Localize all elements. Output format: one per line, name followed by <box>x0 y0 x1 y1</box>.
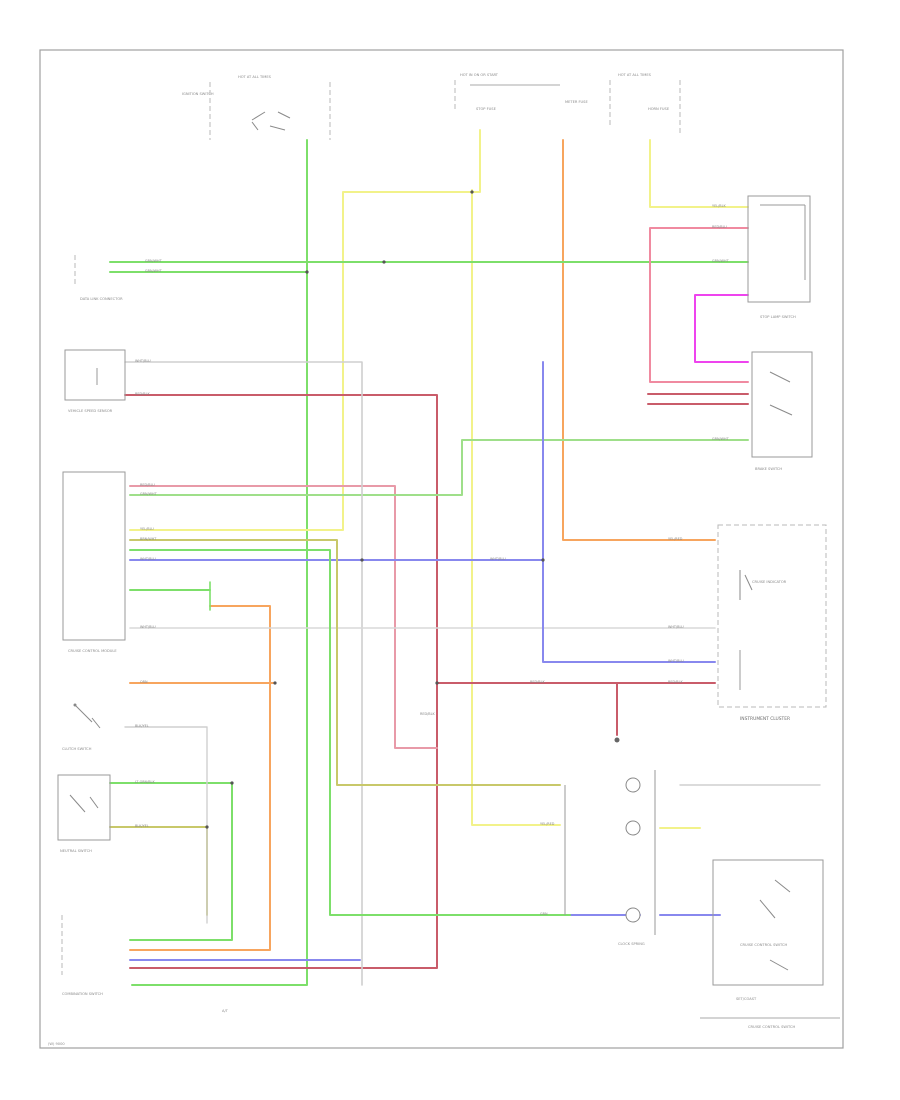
wire-orange-meter <box>562 139 716 541</box>
svg-text:RED/BLK: RED/BLK <box>668 680 683 684</box>
svg-text:WHT/BLU: WHT/BLU <box>668 625 684 629</box>
footer-right-caption: CRUISE CONTROL SWITCH <box>748 1025 795 1029</box>
neutral-switch-label: NEUTRAL SWITCH <box>60 849 92 853</box>
wire-pink-switch <box>649 227 749 383</box>
wire-yellow-top <box>129 129 481 531</box>
ignition-switch-area: HOT AT ALL TIMES IGNITION SWITCH <box>182 75 331 140</box>
wire-yellow-vert <box>471 189 561 826</box>
svg-text:RED/BLK: RED/BLK <box>530 680 545 684</box>
set-coast-label: SET/COAST <box>736 997 757 1001</box>
diagram-code: (W) 9000 <box>48 1042 65 1046</box>
svg-text:YEL/RED: YEL/RED <box>668 537 683 541</box>
ignition-switch-symbol <box>251 111 291 131</box>
stop-fuse-label: STOP FUSE <box>476 107 497 111</box>
cruise-indicator-label: CRUISE INDICATOR <box>752 580 787 584</box>
wire-blue-cluster <box>542 361 716 663</box>
svg-text:RED/BLU: RED/BLU <box>140 483 155 487</box>
svg-text:RED/BLK: RED/BLK <box>135 392 150 396</box>
wire-green-ignition <box>131 139 308 986</box>
instrument-cluster-label: INSTRUMENT CLUSTER <box>740 716 790 722</box>
brake-switch: BRAKE SWITCH <box>751 351 813 471</box>
wire-green-neutral <box>109 782 233 941</box>
cruise-control-switch: CRUISE CONTROL SWITCH SET/COAST CRUISE C… <box>700 859 840 1029</box>
clock-spring: CLOCK SPRING <box>564 770 656 946</box>
cruise-main-switch-label: CRUISE CONTROL SWITCH <box>740 943 787 947</box>
wire-red-module <box>129 485 438 749</box>
svg-text:YEL/RED: YEL/RED <box>540 822 555 826</box>
svg-text:BRN/WHT: BRN/WHT <box>140 537 157 541</box>
wire-green-module-1 <box>129 549 571 916</box>
svg-text:GRN: GRN <box>540 912 548 916</box>
hot-at-all-times-right-label: HOT AT ALL TIMES <box>618 73 652 77</box>
horn-fuse-label: HORN FUSE <box>648 107 670 111</box>
vehicle-speed-sensor-label: VEHICLE SPEED SENSOR <box>68 409 113 413</box>
wire-gray-speed <box>124 361 363 986</box>
svg-text:WHT/BLU: WHT/BLU <box>490 557 506 561</box>
cruise-control-module: CRUISE CONTROL MODULE <box>62 471 126 653</box>
diagram-frame <box>39 49 844 1049</box>
stop-lamp-switch: STOP LAMP SWITCH <box>747 195 811 319</box>
hot-at-all-times-left-label: HOT AT ALL TIMES <box>238 75 272 79</box>
wire-green-brake <box>129 439 749 496</box>
svg-text:RED/BLU: RED/BLU <box>712 225 727 229</box>
ignition-switch-label: IGNITION SWITCH <box>182 92 214 96</box>
fuse-box-area: HOT IN ON OR START STOP FUSE METER FUSE … <box>454 73 681 135</box>
data-link-label: DATA LINK CONNECTOR <box>80 297 123 301</box>
vehicle-speed-sensor: VEHICLE SPEED SENSOR <box>64 349 126 413</box>
svg-text:WHT/BLU: WHT/BLU <box>668 659 684 663</box>
svg-text:YEL/BLK: YEL/BLK <box>712 204 726 208</box>
svg-text:LT GRN/BLK: LT GRN/BLK <box>135 780 155 784</box>
wire-orange-module <box>129 605 271 951</box>
svg-text:WHT/BLU: WHT/BLU <box>140 625 156 629</box>
wire-gray-clutch <box>124 726 208 924</box>
wire-olive-neutral <box>109 826 208 916</box>
wire-yellow-right <box>649 139 749 208</box>
clutch-switch: CLUTCH SWITCH <box>62 703 101 751</box>
hot-in-on-label: HOT IN ON OR START <box>460 73 499 77</box>
cruise-module-label: CRUISE CONTROL MODULE <box>68 649 117 653</box>
neutral-switch: NEUTRAL SWITCH <box>57 774 111 853</box>
svg-text:BLK/YEL: BLK/YEL <box>135 824 149 828</box>
svg-text:GRN/WHT: GRN/WHT <box>712 437 730 441</box>
brake-switch-label: BRAKE SWITCH <box>755 467 782 471</box>
svg-text:ORN: ORN <box>140 680 148 684</box>
svg-text:GRN/WHT: GRN/WHT <box>145 259 163 263</box>
combination-switch-label: COMBINATION SWITCH <box>62 992 103 996</box>
wire-label-tags: GRN/WHT GRN/WHT WHT/BLU RED/BLK RED/BLU … <box>135 204 730 916</box>
svg-text:GRN/WHT: GRN/WHT <box>712 259 730 263</box>
wire-harness <box>109 129 821 986</box>
clutch-switch-label: CLUTCH SWITCH <box>62 747 92 751</box>
wire-olive-module <box>129 539 561 786</box>
svg-text:RED/BLK: RED/BLK <box>420 712 435 716</box>
svg-text:YEL/BLU: YEL/BLU <box>140 527 154 531</box>
data-link-connector: DATA LINK CONNECTOR <box>74 255 123 301</box>
svg-text:GRN/WHT: GRN/WHT <box>145 269 163 273</box>
svg-text:BLK/YEL: BLK/YEL <box>135 724 149 728</box>
at-label: A/T <box>222 1009 229 1013</box>
splice-points <box>205 190 545 829</box>
svg-text:GRN/WHT: GRN/WHT <box>140 492 158 496</box>
combination-switch: COMBINATION SWITCH A/T <box>61 915 229 1013</box>
meter-fuse-label: METER FUSE <box>565 100 588 104</box>
stop-lamp-switch-label: STOP LAMP SWITCH <box>760 315 796 319</box>
wire-red-speed <box>124 394 438 969</box>
svg-text:WHT/BLU: WHT/BLU <box>140 557 156 561</box>
svg-text:WHT/BLU: WHT/BLU <box>135 359 151 363</box>
wire-magenta <box>694 294 749 363</box>
instrument-cluster: CRUISE INDICATOR INSTRUMENT CLUSTER <box>717 524 827 722</box>
clock-spring-label: CLOCK SPRING <box>618 942 645 946</box>
horn-ground <box>614 737 620 743</box>
